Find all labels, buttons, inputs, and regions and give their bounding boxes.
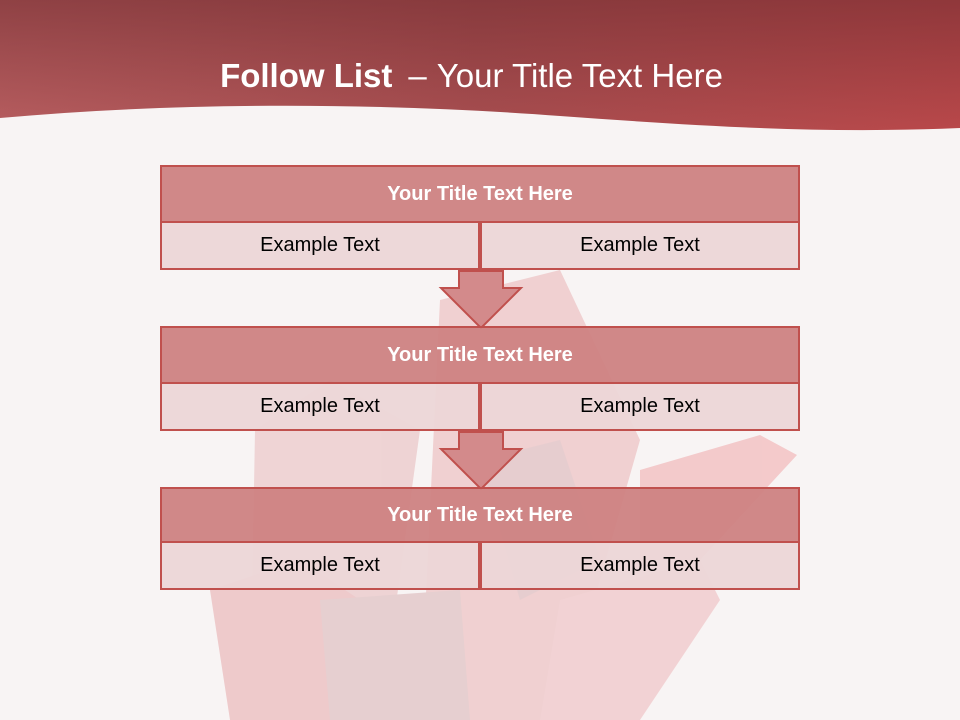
block-title: Your Title Text Here (160, 165, 800, 223)
example-cell-left: Example Text (160, 541, 480, 590)
down-arrow-icon (438, 270, 524, 330)
slide-title-bold: Follow List (220, 57, 393, 94)
block-title: Your Title Text Here (160, 487, 800, 543)
example-cell-left: Example Text (160, 221, 480, 270)
example-cell-right: Example Text (480, 221, 800, 270)
slide-title-rest: Your Title Text Here (436, 57, 723, 94)
down-arrow-icon (438, 431, 524, 491)
header-band (0, 0, 960, 131)
slide-title: Follow List–Your Title Text Here (0, 52, 943, 100)
example-cell-right: Example Text (480, 541, 800, 590)
slide-title-dash: – (408, 57, 427, 94)
block-title: Your Title Text Here (160, 326, 800, 384)
example-cell-left: Example Text (160, 382, 480, 431)
example-cell-right: Example Text (480, 382, 800, 431)
